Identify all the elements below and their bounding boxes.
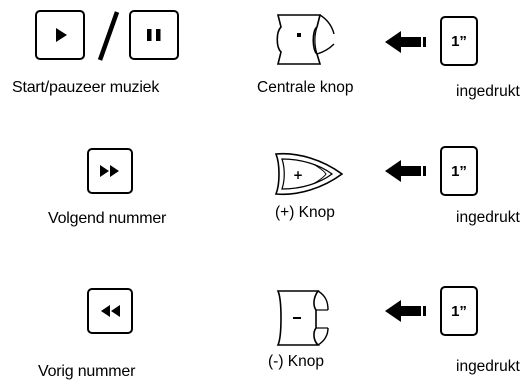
button-label: (+) Knop: [275, 204, 335, 221]
play-button: [35, 10, 85, 60]
arrow-left-icon: [385, 160, 426, 182]
arrow-left-icon: [385, 31, 426, 53]
press-duration: 1”: [451, 302, 467, 320]
press-duration: 1”: [451, 32, 467, 50]
minus-knob-icon: [276, 290, 329, 346]
pressed-label: ingedrukt: [456, 358, 520, 375]
action-label: Vorig nummer: [38, 363, 136, 380]
press-duration-box: 1”: [440, 146, 478, 196]
slash-separator: [97, 11, 120, 61]
action-label: Volgend nummer: [48, 210, 167, 227]
press-duration-box: 1”: [440, 286, 478, 336]
pause-button: [129, 10, 179, 60]
press-duration: 1”: [451, 162, 467, 180]
next-button: [87, 148, 133, 194]
pressed-label: ingedrukt: [456, 83, 520, 100]
svg-text:+: +: [293, 168, 303, 182]
action-label: Start/pauzeer muziek: [12, 79, 160, 96]
play-icon: [56, 28, 67, 42]
button-label: Centrale knop: [257, 79, 354, 96]
plus-knob-icon: +: [274, 152, 344, 196]
arrow-left-icon: [385, 300, 426, 322]
pause-icon: [147, 29, 161, 41]
fast-forward-icon: [100, 165, 119, 177]
previous-button: [87, 288, 133, 334]
central-knob-icon: [276, 14, 335, 65]
rewind-icon: [101, 305, 120, 317]
press-duration-box: 1”: [440, 16, 478, 66]
button-label: (-) Knop: [268, 353, 324, 370]
pressed-label: ingedrukt: [456, 209, 520, 226]
